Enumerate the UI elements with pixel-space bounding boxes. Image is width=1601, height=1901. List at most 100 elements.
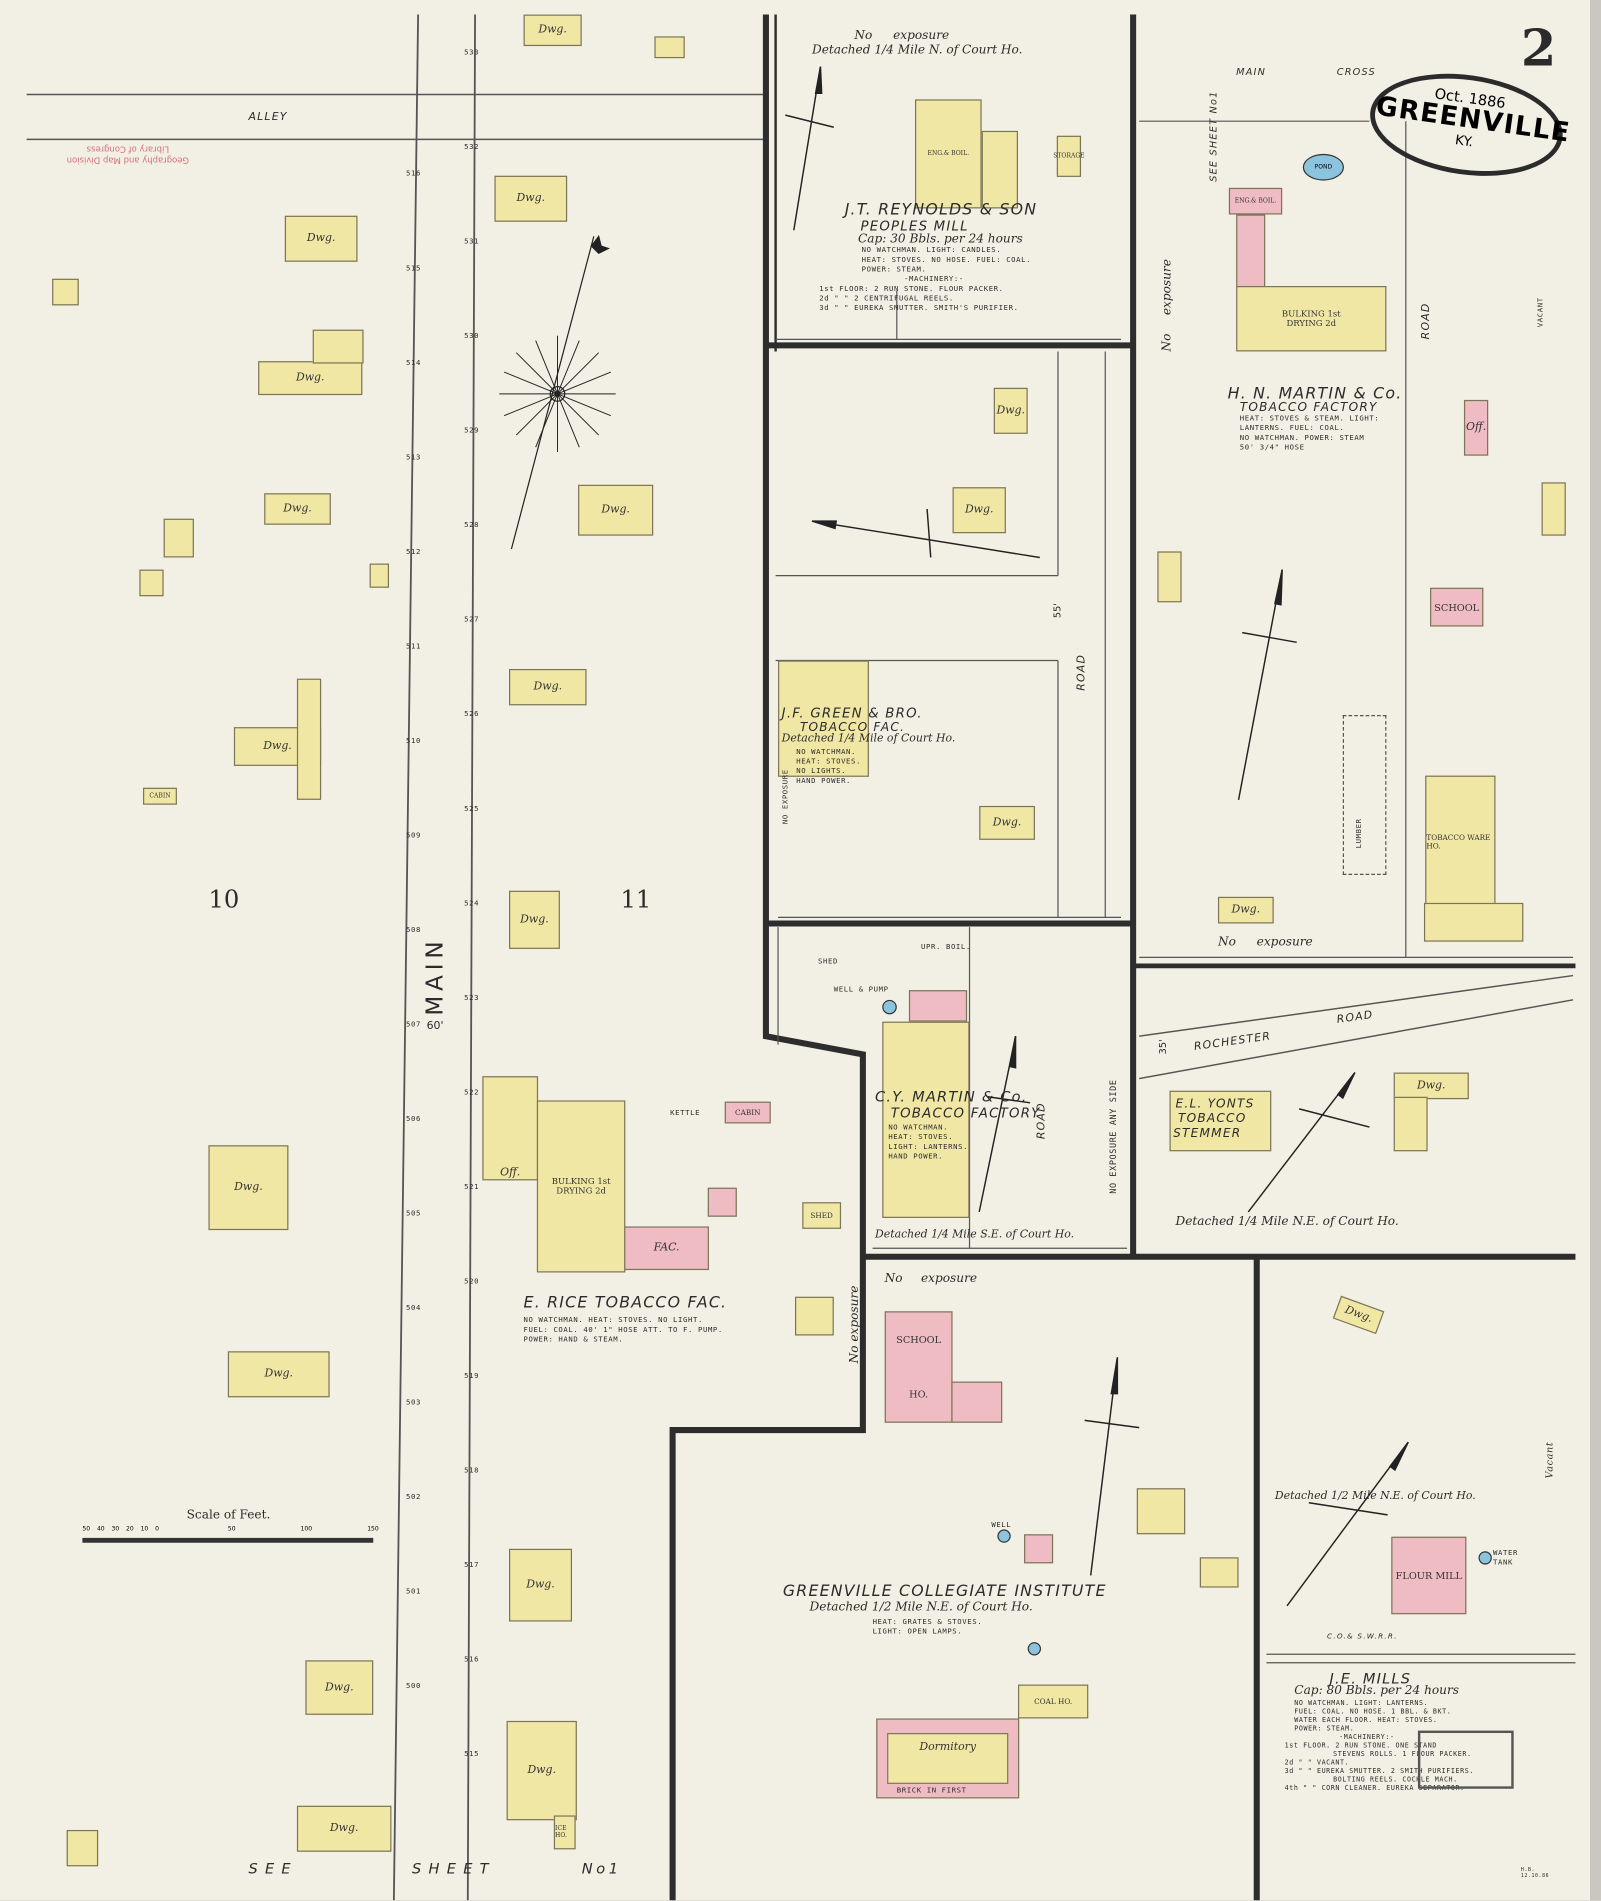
yonts-sub1: TOBACCO [1177,1112,1247,1126]
rice-factory-notes: NO WATCHMAN. HEAT: STOVES. NO LIGHT. FUE… [524,1316,723,1345]
jf-green-factory [778,660,869,777]
address-number: 526 [464,710,480,719]
scale-tick: 0 [155,1525,159,1534]
scale-ticks: 50 40 30 20 10 0 50 100 150 [82,1526,379,1533]
main-west-line [392,14,420,1901]
note-line: 4th " " CORN CLEANER. EUREKA SEPARATOR. [1284,1785,1465,1793]
sheet-label: SHEET [412,1860,496,1878]
note-line: -MACHINERY:- [1339,1734,1395,1742]
well-pump-label: WELL & PUMP [833,985,889,994]
mills-inset-box [1417,1730,1514,1789]
road-line [1139,999,1574,1080]
address-number: 512 [405,547,421,557]
address-number: 524 [464,899,480,908]
note-line: LIGHT: OPEN LAMPS. [872,1627,963,1637]
well-label: WELL [991,1520,1012,1530]
block-number-10: 10 [208,884,240,914]
scale-tick: 10 [140,1525,149,1534]
lumber-pile [1342,715,1387,875]
mills-capacity: Cap: 80 Bbls. per 24 hours [1294,1684,1460,1698]
block-number-11: 11 [620,884,652,914]
address-number: 500 [405,1682,421,1691]
jf-green-exposure: NO EXPOSURE [781,769,791,825]
school-house: SCHOOL HO. [884,1311,953,1423]
address-number: 516 [405,169,421,179]
note-line: 50' 3/4" HOSE [1239,443,1305,453]
note-line: NO WATCHMAN. LIGHT: CANDLES. [861,246,1002,255]
outbuilding [1199,1557,1239,1588]
rice-tobacco-factory: BULKING 1st DRYING 2d [536,1100,626,1273]
office: Off. [482,1076,539,1181]
address-number: 523 [464,993,480,1003]
shed: SHED [802,1202,842,1229]
railroad-label: C.O.& S.W.R.R. [1327,1632,1398,1641]
cabin: CABIN [724,1101,771,1124]
address-number: 515 [405,264,421,273]
sheet-number: 2 [1520,18,1557,78]
dwelling: Dwg. [284,215,358,262]
engine-boiler-house: ENG.& BOIL. [1228,187,1283,215]
drying-label: DRYING 2d [1286,318,1337,329]
drying-label: DRYING 2d [556,1186,606,1197]
rice-factory-name: E. RICE TOBACCO FAC. [523,1294,728,1313]
dwelling-wing [1393,1096,1428,1152]
brick-in-first-label: BRICK IN FIRST [896,1786,967,1795]
college-detached: Detached 1/2 Mile N.E. of Court Ho. [809,1600,1033,1615]
brick-outbuilding [1024,1534,1054,1564]
address-number: 501 [405,1587,421,1597]
dwelling: Dwg. [993,387,1028,434]
note-line: HEAT: STOVES. [796,757,862,766]
reynolds-detached: Detached 1/4 Mile N. of Court Ho. [811,43,1023,57]
dwelling: Dwg. [258,361,363,396]
mills-detached: Detached 1/2 Mile N.E. of Court Ho. [1274,1490,1476,1503]
no-exposure-bottom: No exposure [1217,935,1313,949]
note-line: 3d " " EUREKA SMUTTER. 2 SMITH PURIFIERS… [1284,1768,1474,1776]
shed-x [1541,482,1566,536]
school: SCHOOL [1430,587,1484,627]
dormitory: Dormitory [876,1718,1020,1799]
note-line: 2d " " VACANT. [1284,1759,1350,1767]
well-icon [997,1529,1011,1543]
bulking-label: BULKING 1st [551,1176,611,1187]
yonts-stemmery [1169,1090,1272,1152]
address-number: 525 [464,804,480,814]
note-line: HEAT: GRATES & STOVES. [872,1617,983,1627]
no1-label: No1 [581,1860,622,1878]
address-number: 516 [464,1655,480,1664]
address-number: 510 [405,736,421,746]
note-line: NO WATCHMAN. HEAT: STOVES. NO LIGHT. [523,1316,703,1325]
note-line: POWER: STEAM. [1294,1725,1355,1734]
address-number: 508 [405,925,421,935]
shed-label: SHED [818,957,838,966]
address-number: 519 [464,1371,480,1381]
note-line: 2d " " 2 CENTRIFUGAL REELS. [819,294,954,303]
vacant-label: VACANT [1536,297,1546,328]
note-line: FUEL: COAL. NO HOSE. 1 BBL. & BKT. [1294,1708,1452,1717]
ice-house: ICE HO. [553,1815,576,1850]
storage: STORAGE [1053,135,1085,177]
dwelling: Dwg. [506,1720,577,1821]
cabin: CABIN [143,787,177,805]
college-name: GREENVILLE COLLEGIATE INSTITUTE [782,1582,1107,1601]
address-number: 507 [405,1020,421,1029]
note-line: NO WATCHMAN. [796,747,857,757]
address-number: 533 [464,48,480,57]
mill-wing [981,130,1018,209]
note-line: -MACHINERY:- [904,275,964,284]
reynolds-name: J.T. REYNOLDS & SON [844,201,1038,220]
hn-martin-notes: HEAT: STOVES & STEAM. LIGHT: LANTERNS. F… [1240,414,1380,453]
water-tank-label: WATER TANK [1493,1548,1518,1567]
scale-tick: 30 [111,1525,120,1534]
dwelling: Dwg. [979,805,1035,840]
note-line: 1st FLOOR: 2 RUN STONE. FLOUR PACKER. [819,284,1004,294]
note-line: NO WATCHMAN. POWER: STEAM [1239,433,1365,443]
reynolds-notes: NO WATCHMAN. LIGHT: CANDLES. HEAT: STOVE… [819,246,1031,314]
address-number: 506 [405,1114,421,1124]
jf-green-detached: Detached 1/4 Mile of Court Ho. [781,733,956,746]
note-line: POWER: HAND & STEAM. [523,1335,624,1344]
cy-martin-detached: Detached 1/4 Mile S.E. of Court Ho. [874,1228,1075,1241]
jf-green-notes: NO WATCHMAN. HEAT: STOVES. NO LIGHTS. HA… [796,748,861,787]
hn-martin-brick [1236,214,1266,288]
